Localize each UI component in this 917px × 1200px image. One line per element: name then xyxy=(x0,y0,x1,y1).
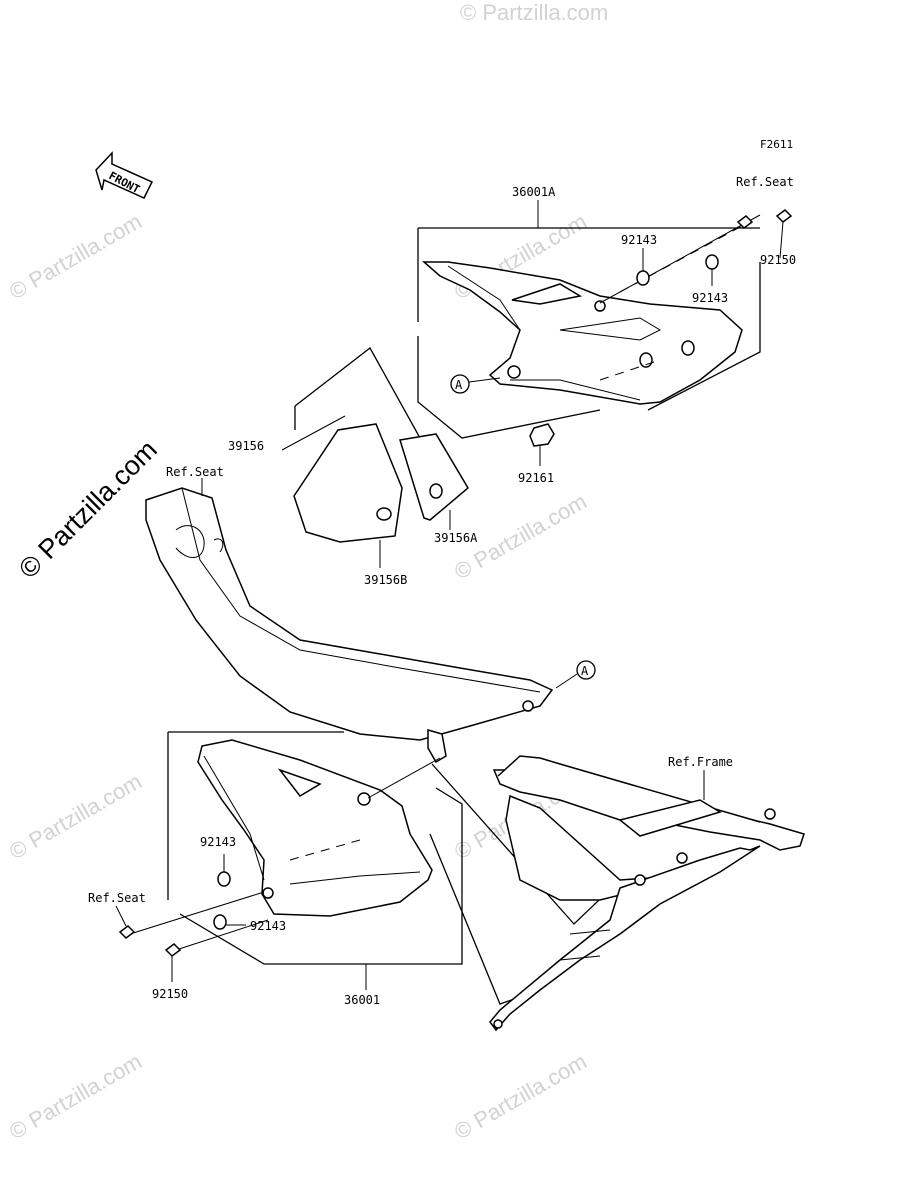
part-number-92143: 92143 xyxy=(200,835,236,849)
part-number-36001A: 36001A xyxy=(512,185,556,199)
label-sticker-a xyxy=(399,433,469,521)
bolt-icon xyxy=(164,943,182,957)
ref-seat-label: Ref.Seat xyxy=(166,465,224,479)
part-number-92143: 92143 xyxy=(250,919,286,933)
seat-group: A xyxy=(145,478,596,764)
lower-side-cover xyxy=(197,739,433,917)
watermark: © Partzilla.com xyxy=(5,209,146,305)
watermark: © Partzilla.com xyxy=(5,1049,146,1145)
subframe-group xyxy=(429,755,805,1032)
bolt-icon xyxy=(118,925,136,939)
watermark: © Partzilla.com xyxy=(450,1049,591,1145)
part-number-36001: 36001 xyxy=(344,993,380,1007)
grommet-icon xyxy=(529,423,555,447)
part-number-39156A: 39156A xyxy=(434,531,478,545)
part-number-92150: 92150 xyxy=(760,253,796,267)
bolt-icon xyxy=(736,215,754,229)
washer-icon xyxy=(705,254,719,270)
watermark: © Partzilla.com xyxy=(5,769,146,865)
ref-frame-label: Ref.Frame xyxy=(668,755,733,769)
washer-icon xyxy=(213,914,227,930)
part-number-39156: 39156 xyxy=(228,439,264,453)
part-number-92143: 92143 xyxy=(692,291,728,305)
callout-labels: 36001A Ref.Seat 92150 92143 92143 92161 … xyxy=(88,175,796,1007)
subframe xyxy=(492,769,805,851)
part-number-92143: 92143 xyxy=(621,233,657,247)
washer-icon xyxy=(217,871,231,887)
lower-side-cover-group xyxy=(115,731,463,990)
bracket-lower-cover xyxy=(167,731,463,965)
label-stickers-group xyxy=(281,347,469,568)
front-arrow-icon: FRONT xyxy=(95,151,154,199)
ref-seat-label: Ref.Seat xyxy=(88,891,146,905)
watermark-layer: © Partzilla.com © Partzilla.com © Partzi… xyxy=(5,0,608,1144)
bracket-upper-cover xyxy=(417,227,761,439)
marker-a: A xyxy=(581,664,589,678)
label-sticker-b xyxy=(293,423,403,543)
washer-icon xyxy=(636,270,650,286)
watermark: © Partzilla.com xyxy=(460,0,608,25)
part-number-39156B: 39156B xyxy=(364,573,407,587)
ref-seat-label: Ref.Seat xyxy=(736,175,794,189)
part-number-92150: 92150 xyxy=(152,987,188,1001)
watermark-dark: © Partzilla.com xyxy=(13,434,163,584)
upper-side-cover-group: A xyxy=(417,200,793,466)
diagram-code: F2611 xyxy=(760,138,793,151)
part-number-92161: 92161 xyxy=(518,471,554,485)
bolt-icon xyxy=(775,209,793,223)
marker-a: A xyxy=(455,378,463,392)
